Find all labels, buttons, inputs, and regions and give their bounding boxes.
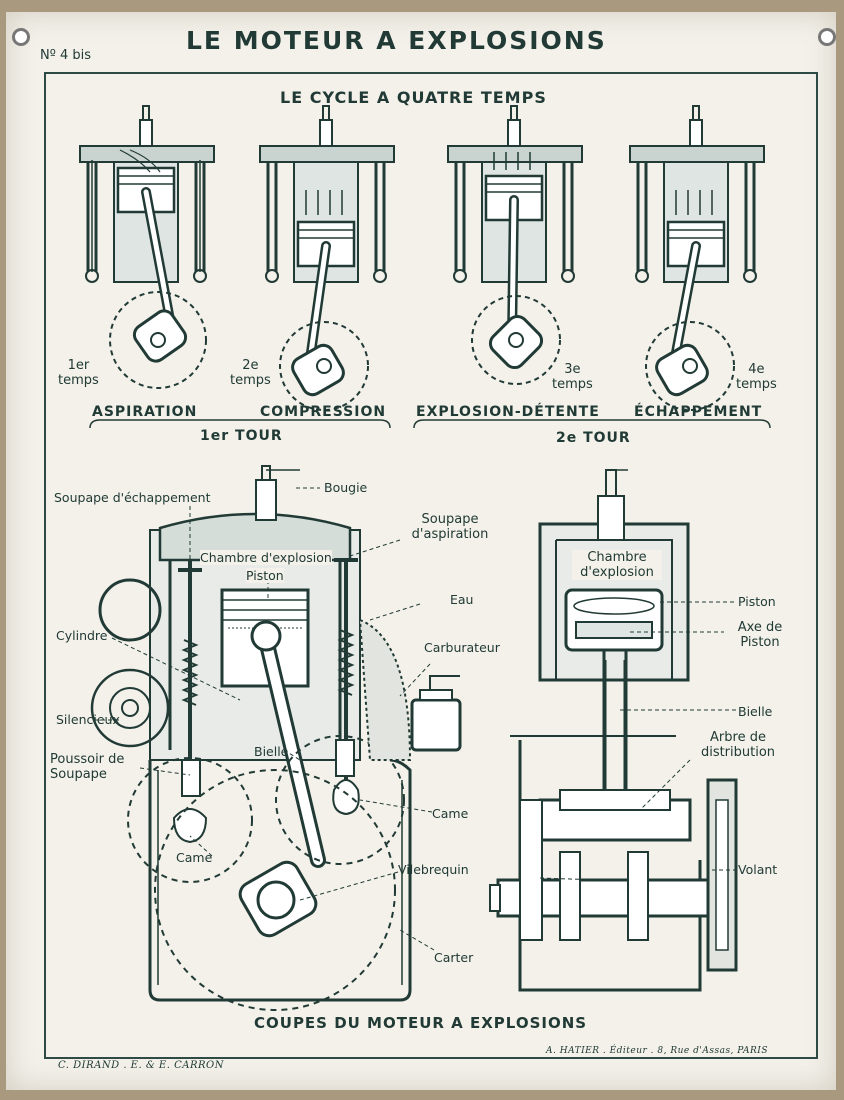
- label-carter: Carter: [434, 950, 474, 965]
- label-came-left: Came: [176, 850, 213, 865]
- tour-1-label: 1er TOUR: [200, 428, 283, 444]
- label-bielle-left: Bielle: [254, 744, 289, 759]
- label-chambre-explosion-right: Chambre d'explosion: [572, 550, 662, 580]
- leader-lines: [94, 487, 740, 951]
- stroke-2-compression-drawing: [259, 105, 395, 411]
- tour-2-label: 2e TOUR: [556, 430, 631, 446]
- stroke-2-name: COMPRESSION: [260, 404, 387, 420]
- label-arbre-distribution: Arbre de distribution: [700, 730, 776, 760]
- label-chambre-explosion-left: Chambre d'explosion: [200, 550, 332, 565]
- stroke-4-exhaust-drawing: [629, 105, 765, 411]
- label-piston-left: Piston: [246, 568, 284, 583]
- stroke-1-name: ASPIRATION: [92, 404, 198, 420]
- publisher-credit: A. HATIER . Éditeur . 8, Rue d'Assas, PA…: [546, 1046, 769, 1056]
- hanging-hole-right: [818, 28, 836, 46]
- cycle-subtitle: LE CYCLE A QUATRE TEMPS: [280, 88, 547, 107]
- tour-1-bracket: [89, 419, 391, 429]
- label-poussoir-soupape: Poussoir de Soupape: [50, 752, 125, 782]
- authors-credit: C. DIRAND . E. & E. CARRON: [58, 1060, 224, 1071]
- label-soupape-echappement: Soupape d'échappement: [54, 490, 211, 505]
- label-came-right: Came: [432, 806, 469, 821]
- label-bielle-right: Bielle: [738, 704, 773, 719]
- tour-2-bracket: [413, 419, 771, 429]
- stroke-4-name: ÉCHAPPEMENT: [634, 404, 763, 420]
- label-vilebrequin: Vilebrequin: [398, 862, 469, 877]
- label-eau: Eau: [450, 592, 474, 607]
- label-bougie: Bougie: [324, 480, 368, 495]
- label-cylindre: Cylindre: [56, 628, 108, 643]
- plate-number: Nº 4 bis: [40, 48, 92, 63]
- sections-caption: COUPES DU MOTEUR A EXPLOSIONS: [254, 1014, 588, 1032]
- stroke-3-explosion-drawing: [447, 105, 583, 385]
- label-volant: Volant: [738, 862, 778, 877]
- stroke-1-aspiration-drawing: [79, 105, 215, 389]
- left-section-drawing: [90, 465, 462, 1011]
- stroke-3-name: EXPLOSION-DÉTENTE: [416, 404, 600, 420]
- label-axe-piston: Axe de Piston: [737, 620, 783, 650]
- label-piston-right: Piston: [738, 594, 776, 609]
- hanging-hole-left: [12, 28, 30, 46]
- poster-title: LE MOTEUR A EXPLOSIONS: [186, 26, 607, 55]
- poster-frame: [44, 72, 818, 1059]
- label-soupape-aspiration: Soupape d'aspiration: [411, 512, 489, 542]
- label-carburateur: Carburateur: [424, 640, 500, 655]
- label-silencieux: Silencieux: [56, 712, 120, 727]
